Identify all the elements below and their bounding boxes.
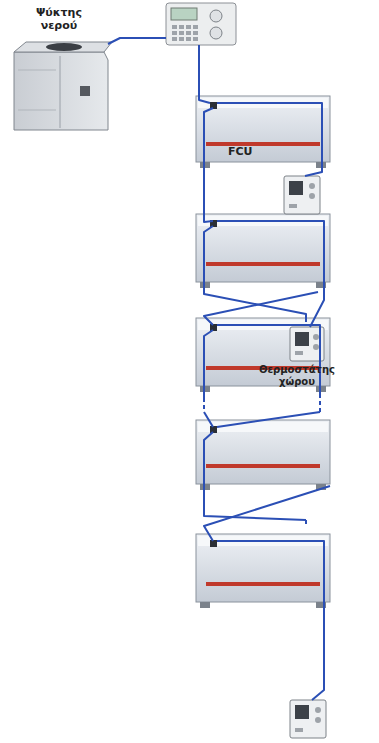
keypad-key (186, 37, 191, 41)
keypad-key (186, 25, 191, 29)
fan-coil-unit (196, 96, 330, 168)
unit-part (196, 420, 330, 484)
control-wire (305, 520, 307, 526)
room-thermostat (284, 176, 320, 214)
unit-part (206, 142, 320, 146)
control-wire (204, 226, 306, 322)
thermostat-part (315, 707, 321, 713)
control-wire (199, 45, 210, 103)
thermostat-part (295, 728, 303, 732)
thermostat-part (290, 327, 324, 361)
control-wire (204, 486, 330, 541)
thermostat-part (295, 332, 309, 346)
unit-part (196, 96, 330, 162)
unit-part (210, 540, 217, 547)
control-wire (319, 394, 321, 412)
thermostat-part (309, 183, 315, 189)
control-wire (217, 541, 324, 700)
fan-coil-unit (196, 214, 330, 288)
control-wire (204, 108, 213, 222)
thermostat-part (290, 700, 326, 738)
thermostat-node: Θερμοστάτης χώρου (257, 327, 337, 389)
keypad-key (193, 37, 198, 41)
keypad-key (193, 25, 198, 29)
unit-part (206, 464, 320, 468)
control-wire (108, 38, 166, 44)
control-wire (204, 292, 318, 325)
keypad-key (186, 31, 191, 35)
keypad-key (172, 37, 177, 41)
control-wire (204, 432, 306, 520)
node-label: FCU (228, 146, 268, 159)
unit-part (200, 602, 210, 608)
control-wire (204, 330, 213, 398)
control-wire (203, 398, 205, 412)
control-wire (217, 103, 322, 176)
keypad-key (193, 31, 198, 35)
unit-part (206, 582, 320, 586)
room-thermostat (290, 700, 326, 738)
fan-coil-unit (196, 534, 330, 608)
keypad-key (179, 31, 184, 35)
unit-part (196, 534, 330, 602)
thermostat-part (313, 344, 319, 350)
control-wire (204, 412, 213, 427)
thermostat-part (295, 351, 303, 355)
thermostat-part (313, 334, 319, 340)
thermostat-part (284, 176, 320, 214)
control-wire (217, 221, 324, 327)
thermostat-part (315, 717, 321, 723)
controller-panel (166, 3, 236, 45)
keypad-key (172, 25, 177, 29)
node-label: Θερμοστάτης χώρου (257, 364, 337, 387)
fan-coil-unit (196, 420, 330, 490)
unit-part (210, 324, 217, 331)
unit-part (206, 262, 320, 266)
fan-coil-units (196, 96, 330, 608)
thermostat-part (295, 705, 309, 719)
node-label: Ψύκτης νερού (24, 7, 94, 32)
water-chiller (14, 42, 112, 130)
keypad-key (179, 37, 184, 41)
unit-part (210, 426, 217, 433)
control-wire (217, 412, 320, 427)
keypad-key (179, 25, 184, 29)
thermostat-part (289, 181, 303, 195)
chiller-node: Ψύκτης νερού (16, 5, 102, 41)
unit-part (196, 214, 330, 282)
room-thermostat (290, 327, 324, 361)
thermostat-part (289, 204, 297, 208)
keypad-key (172, 31, 177, 35)
fan-coil-node: FCU (196, 96, 330, 168)
thermostat-part (309, 193, 315, 199)
room-thermostats (284, 176, 326, 738)
